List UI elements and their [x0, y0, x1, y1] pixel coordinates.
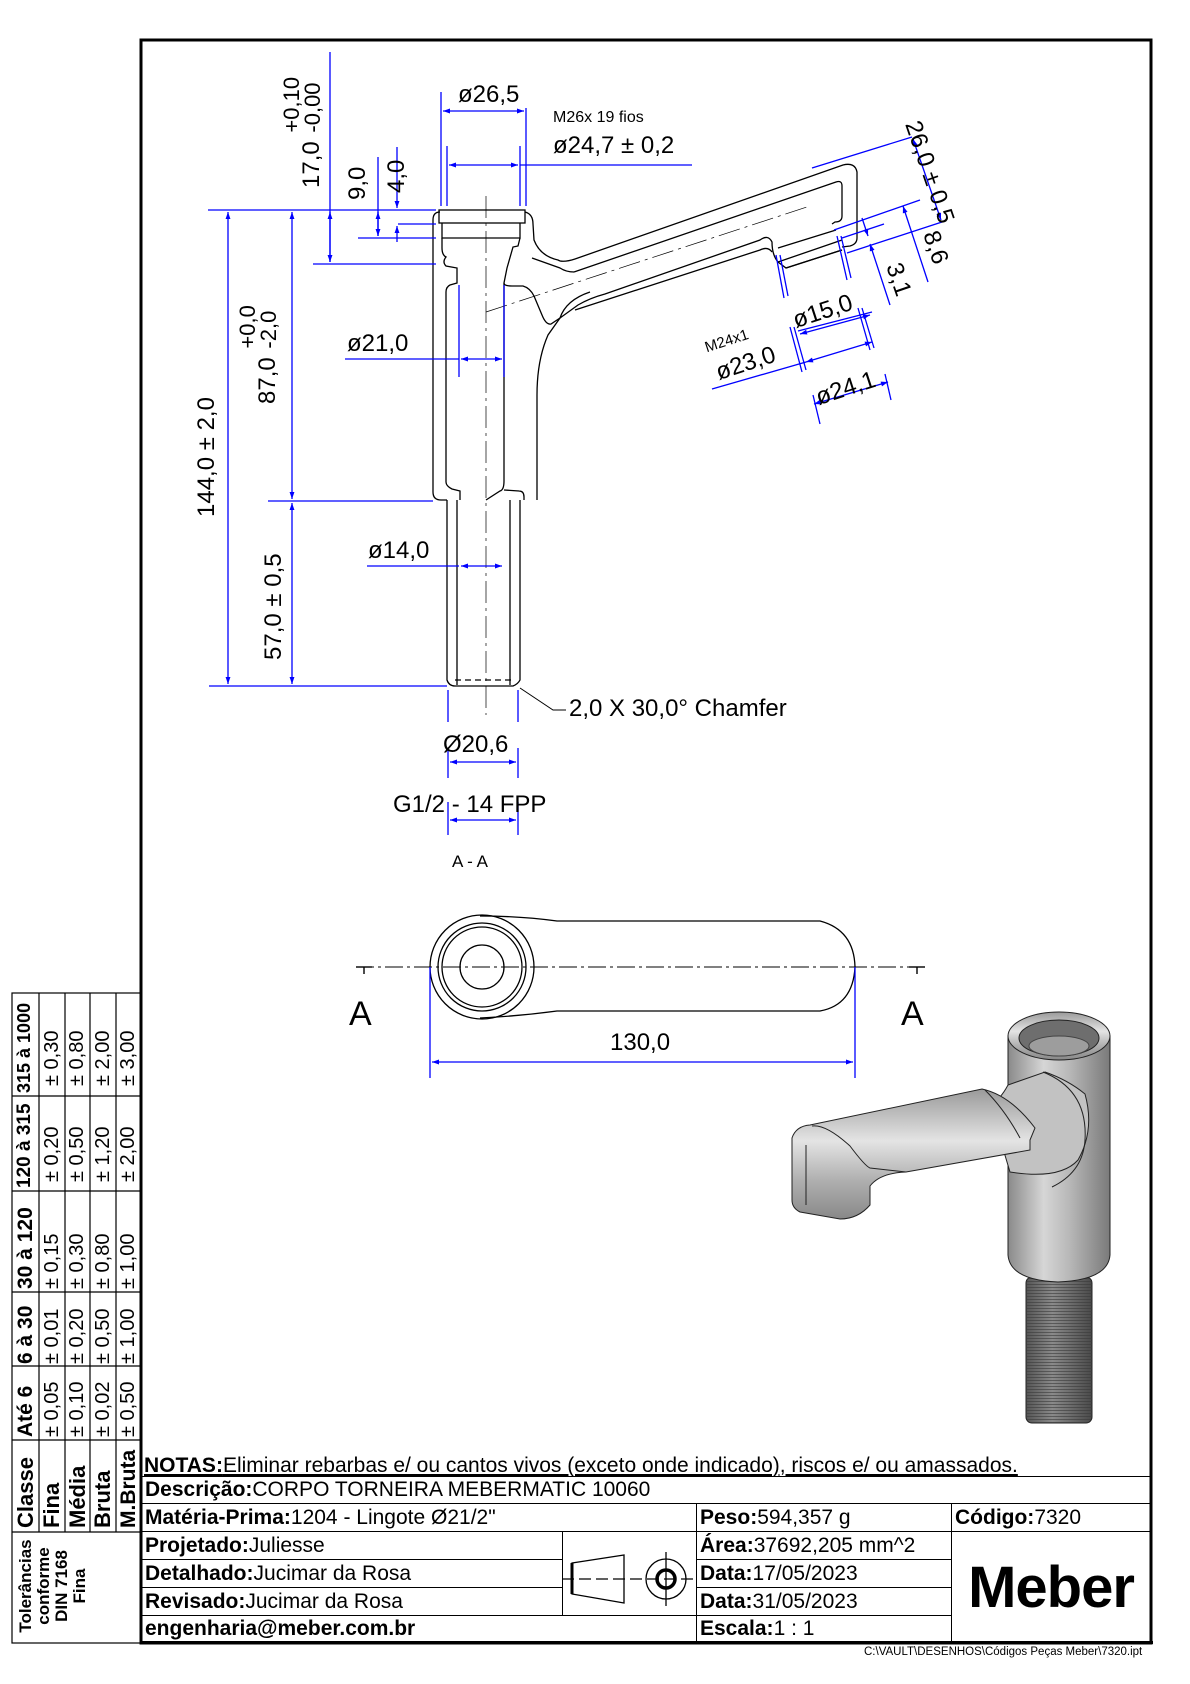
section-mark-a-left: A	[349, 995, 372, 1033]
dim-thread-m26-note: M26x 19 fios	[553, 109, 644, 126]
tolerance-value: ± 0,80	[92, 1233, 114, 1289]
reviewed-by-cell: Revisado: Jucimar da Rosa	[141, 1587, 563, 1616]
section-view-outline	[432, 163, 858, 687]
tolerance-class-header: Classe	[13, 1457, 38, 1528]
tolerance-value: ± 1,20	[92, 1126, 114, 1182]
email-cell: engenharia@meber.com.br	[141, 1615, 697, 1643]
dim-dia-21: ø21,0	[347, 330, 409, 357]
tolerance-value: ± 2,00	[92, 1030, 114, 1086]
tolerance-value: ± 3,00	[117, 1030, 139, 1086]
dim-body-height-87: 87,0 +0,0 -2,0	[235, 305, 281, 404]
detailed-by-cell: Detalhado: Jucimar da Rosa	[141, 1559, 563, 1588]
tolerance-class-media: Média	[65, 1465, 90, 1528]
tolerance-value: ± 0,20	[66, 1308, 88, 1364]
scale-cell: Escala: 1 : 1	[696, 1615, 952, 1643]
tolerance-range-label: 6 à 30	[14, 1305, 37, 1364]
dim-chamfer-note: 2,0 X 30,0° Chamfer	[569, 695, 787, 722]
tolerance-value: ± 0,50	[92, 1308, 114, 1364]
dim-length-130: 130,0	[610, 1029, 671, 1056]
tolerance-value: ± 1,00	[117, 1308, 139, 1364]
company-logo: Meber	[951, 1531, 1151, 1643]
date-reviewed-cell: Data: 31/05/2023	[696, 1587, 952, 1616]
tolerance-value: ± 0,02	[92, 1381, 114, 1437]
tolerance-value: ± 0,05	[41, 1381, 63, 1437]
tolerance-class-fina: Fina	[39, 1482, 64, 1528]
title-block-bottom-border	[140, 1641, 1153, 1644]
dim-overall-height-144: 144,0 ± 2,0	[193, 397, 220, 517]
tolerance-class-bruta: Bruta	[90, 1470, 115, 1528]
tolerance-range-label: 30 à 120	[14, 1207, 37, 1289]
section-line-a-a	[356, 966, 925, 974]
tolerance-value: ± 0,80	[66, 1030, 88, 1086]
tolerance-title: Tolerâncias conforme DIN 7168 Fina	[16, 1539, 89, 1633]
first-angle-projection-symbol	[562, 1552, 696, 1606]
dimension-lines	[208, 52, 943, 835]
area-cell: Área:37692,205 mm^2	[696, 1531, 952, 1560]
dim-dia-14: ø14,0	[368, 537, 430, 564]
description-row: Descrição: CORPO TORNEIRA MEBERMATIC 100…	[141, 1476, 1151, 1504]
tolerance-range-label: 315 à 1000	[14, 1002, 34, 1093]
designed-by-cell: Projetado: Juliesse	[141, 1531, 563, 1560]
weight-cell: Peso: 594,357 g	[696, 1503, 952, 1532]
tolerance-value: ± 0,01	[41, 1308, 63, 1364]
material-cell: Matéria-Prima: 1204 - Lingote Ø21/2"	[141, 1503, 697, 1532]
tolerance-value: ± 0,20	[41, 1126, 63, 1182]
section-view-label: A - A	[452, 852, 488, 871]
dim-height-9: 9,0	[344, 166, 371, 200]
tolerance-value: ± 0,30	[41, 1030, 63, 1086]
top-view-dimension	[429, 967, 856, 1078]
dim-dia-26-5: ø26,5	[458, 81, 520, 108]
center-lines	[485, 196, 811, 715]
projection-symbol-cell	[562, 1531, 697, 1616]
dim-height-4: 4,0	[383, 159, 410, 193]
tolerance-class-mbruta: M.Bruta	[117, 1449, 140, 1528]
tolerance-table-grid	[11, 992, 142, 1644]
section-mark-a-right: A	[901, 995, 924, 1033]
tolerance-range-label: Até 6	[14, 1385, 37, 1437]
code-cell: Código: 7320	[951, 1503, 1151, 1532]
file-path: C:\VAULT\DESENHOS\Códigos Peças Meber\73…	[864, 1646, 1143, 1658]
dim-thread-g1-2: G1/2 - 14 FPP	[393, 791, 547, 818]
tolerance-value: ± 0,10	[66, 1381, 88, 1437]
tolerance-range-label: 120 à 315	[14, 1103, 35, 1188]
dim-dia-20-6: Ø20,6	[443, 731, 509, 758]
tolerance-value: ± 2,00	[117, 1126, 139, 1182]
tolerance-value: ± 0,50	[117, 1381, 139, 1437]
chamfer-leader	[519, 687, 566, 711]
tolerance-value: ± 0,50	[66, 1126, 88, 1182]
tolerance-value: ± 1,00	[117, 1233, 139, 1289]
notes-row: NOTAS: Eliminar rebarbas e/ ou cantos vi…	[144, 1455, 1018, 1476]
dim-height-17: 17,0 +0,10 -0,00	[279, 76, 325, 188]
dim-dia-24-7: ø24,7 ± 0,2	[553, 132, 675, 159]
date-created-cell: Data: 17/05/2023	[696, 1559, 952, 1588]
tolerance-value: ± 0,15	[41, 1233, 63, 1289]
tolerance-value: ± 0,30	[66, 1233, 88, 1289]
part-3d-render	[791, 1011, 1111, 1424]
dim-stem-height-57: 57,0 ± 0,5	[260, 553, 287, 660]
